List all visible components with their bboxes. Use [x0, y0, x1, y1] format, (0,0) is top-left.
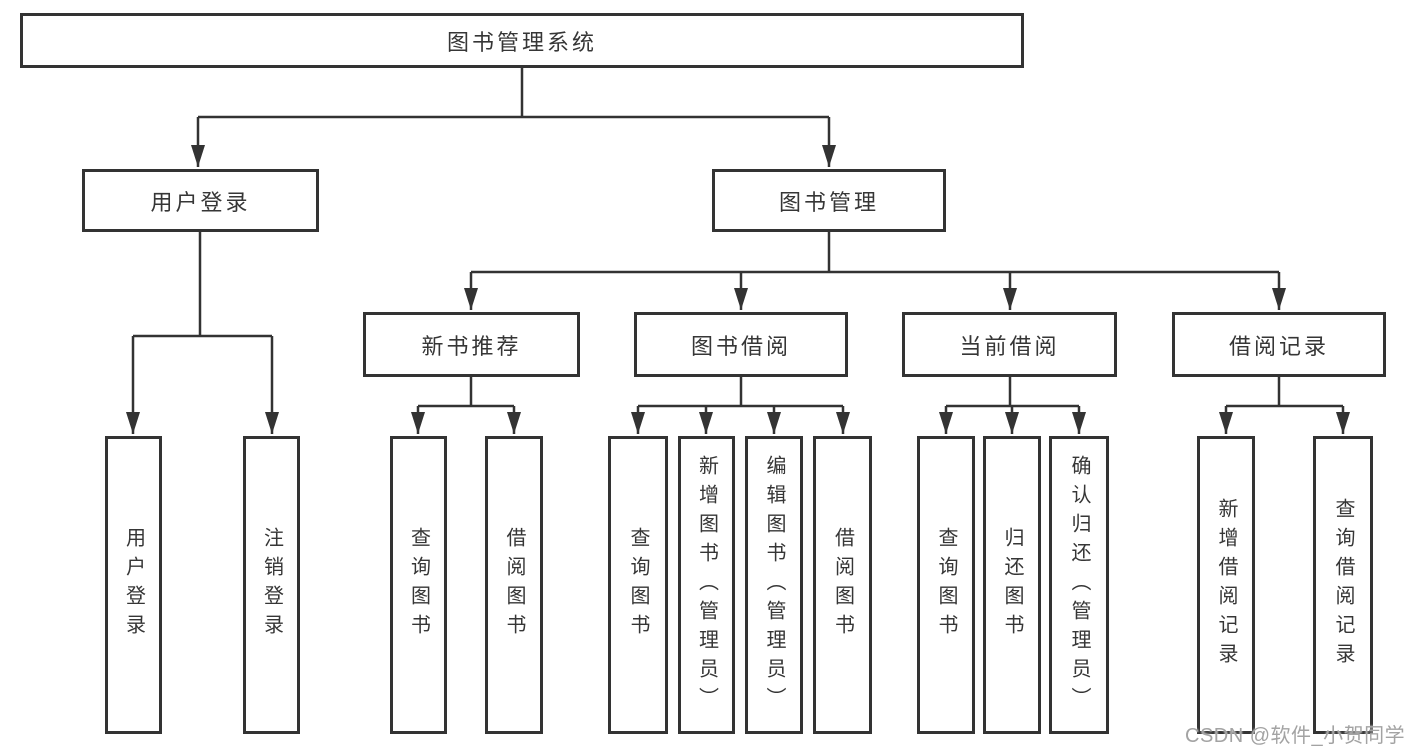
leaf-borrow-borrow-book: 借阅图书: [813, 436, 872, 734]
leaf-borrow-add-book-admin: 新增图书（管理员）: [678, 436, 735, 734]
node-user-login-label: 用户登录: [150, 189, 251, 215]
node-borrow-record: 借阅记录: [1172, 312, 1386, 377]
leaf-current-confirm-return-admin: 确认归还（管理员）: [1049, 436, 1109, 734]
node-book-borrow-label: 图书借阅: [690, 333, 791, 359]
leaf-current-query-book: 查询图书: [917, 436, 975, 734]
leaf-newrec-borrow-book: 借阅图书: [485, 436, 543, 734]
leaf-user-login: 用户登录: [105, 436, 162, 734]
leaf-record-add-borrow-record: 新增借阅记录: [1197, 436, 1255, 734]
leaf-borrow-edit-book-admin: 编辑图书（管理员）: [745, 436, 803, 734]
node-user-login: 用户登录: [82, 169, 319, 232]
node-book-management-label: 图书管理: [778, 189, 879, 215]
node-book-management: 图书管理: [712, 169, 946, 232]
node-current-borrow: 当前借阅: [902, 312, 1117, 377]
node-root-label: 图书管理系统: [446, 29, 597, 55]
leaf-record-query-borrow-record: 查询借阅记录: [1313, 436, 1373, 734]
node-new-book-recommend-label: 新书推荐: [421, 333, 522, 359]
node-new-book-recommend: 新书推荐: [363, 312, 580, 377]
leaf-current-return-book: 归还图书: [983, 436, 1041, 734]
leaf-newrec-query-book: 查询图书: [390, 436, 447, 734]
node-current-borrow-label: 当前借阅: [959, 333, 1060, 359]
node-root-system: 图书管理系统: [20, 13, 1024, 68]
node-book-borrow: 图书借阅: [634, 312, 848, 377]
csdn-watermark: CSDN @软件_小贺同学: [1185, 725, 1405, 747]
leaf-borrow-query-book: 查询图书: [608, 436, 668, 734]
leaf-logout: 注销登录: [243, 436, 300, 734]
node-borrow-record-label: 借阅记录: [1228, 333, 1329, 359]
